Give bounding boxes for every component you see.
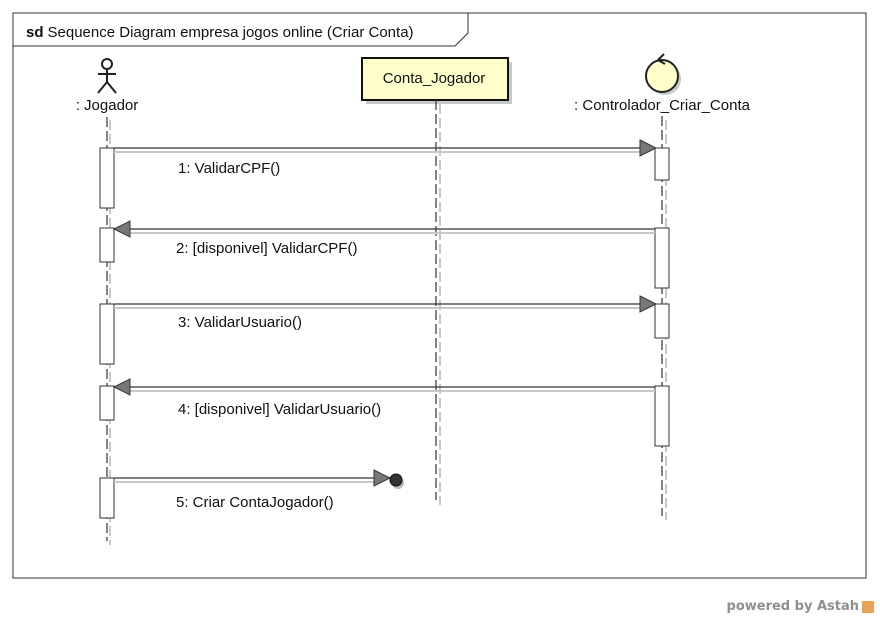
activation-bar-jogador [99,147,115,209]
activation-bar-controlador [654,303,670,339]
lifeline-label: Conta_Jogador [383,70,486,87]
message-1: 1: ValidarCPF() [114,139,658,177]
message-5: 5: Criar ContaJogador() [114,469,404,511]
message-3: 3: ValidarUsuario() [114,295,658,331]
control-circle-icon [645,53,681,95]
arrowhead-icon [112,220,131,238]
arrowhead-icon [639,139,658,157]
activation-bar-controlador [654,385,670,447]
activation-bar-jogador [99,227,115,263]
lifeline-label: : Controlador_Criar_Conta [574,97,751,114]
astah-watermark: powered by Astah [727,599,874,614]
activation-bars [99,147,670,519]
endpoint-dot-icon [389,473,403,487]
arrowhead-icon [112,378,131,396]
message-label: 3: ValidarUsuario() [178,314,302,331]
actor-stick-figure-icon [97,58,117,94]
message-4: 4: [disponivel] ValidarUsuario() [112,378,655,418]
watermark-text: powered by Astah [726,599,859,614]
activation-bar-jogador [99,477,115,519]
activation-bar-jogador [99,385,115,421]
message-label: 1: ValidarCPF() [178,160,280,177]
activation-bar-controlador [654,147,670,181]
arrowhead-icon [639,295,658,313]
arrowhead-icon [373,469,392,487]
message-label: 4: [disponivel] ValidarUsuario() [178,401,381,418]
message-2: 2: [disponivel] ValidarCPF() [112,220,655,257]
activation-bar-jogador [99,303,115,365]
message-label: 5: Criar ContaJogador() [176,494,334,511]
message-label: 2: [disponivel] ValidarCPF() [176,240,357,257]
activation-bar-controlador [654,227,670,289]
astah-logo-icon [862,600,874,613]
object-box [361,57,509,101]
lifeline-label: : Jogador [76,97,139,114]
